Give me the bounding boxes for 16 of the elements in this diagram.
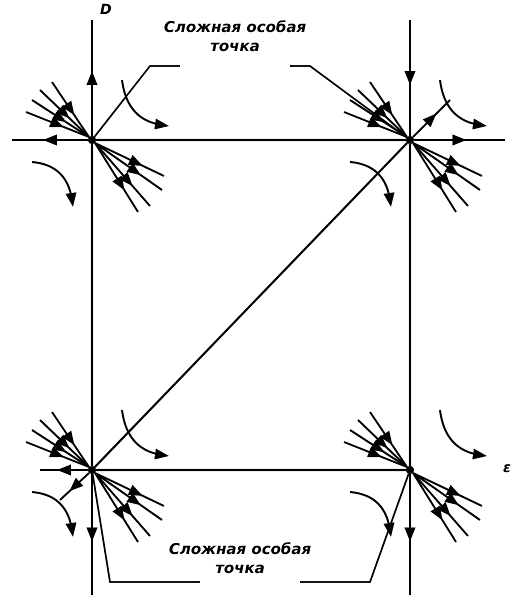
axis-label: D xyxy=(100,2,112,18)
leader-line xyxy=(290,65,408,138)
singular-point xyxy=(406,136,414,144)
leader-line xyxy=(94,65,180,138)
axis-label: ε xyxy=(503,460,511,476)
leader-line xyxy=(300,473,410,583)
singular-point xyxy=(406,466,414,474)
separatrix-line xyxy=(96,138,406,142)
callout-label: Сложная особая точка xyxy=(160,540,320,578)
leader-line xyxy=(92,474,200,583)
separatrix-line xyxy=(96,468,406,472)
separatrix-line xyxy=(94,142,408,468)
separatrix-line xyxy=(90,144,94,466)
callout-label: Сложная особая точка xyxy=(160,18,310,56)
singular-point xyxy=(88,136,96,144)
separatrix-line xyxy=(408,144,412,466)
